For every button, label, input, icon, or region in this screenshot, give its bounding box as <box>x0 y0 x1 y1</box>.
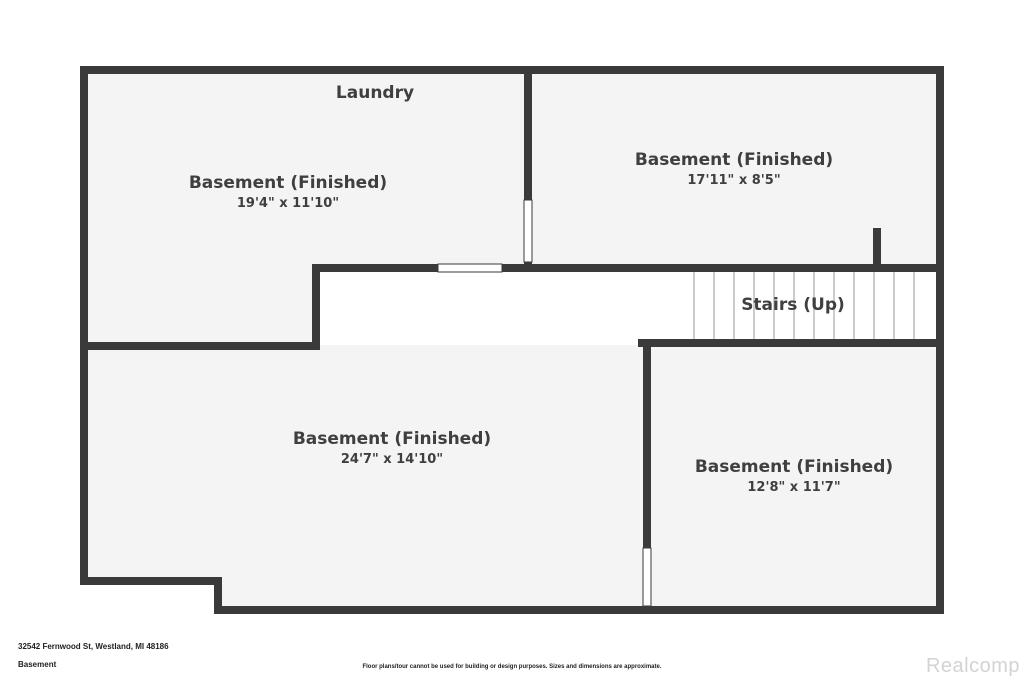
room-label-stairs: Stairs (Up) <box>741 295 845 315</box>
room-label-laundry: Laundry <box>336 83 414 103</box>
room-dims-bottom-right: 12'8" x 11'7" <box>747 480 840 495</box>
wall-left-notch <box>80 264 442 350</box>
door-openings <box>437 199 652 607</box>
floor-level-label: Basement <box>18 660 57 669</box>
outer-wall <box>80 66 944 614</box>
room-dims-top-left: 19'4" x 11'10" <box>237 196 339 211</box>
room-dims-top-right: 17'11" x 8'5" <box>687 173 780 188</box>
disclaimer-text: Floor plans/tour cannot be used for buil… <box>362 664 662 670</box>
floor-fill <box>84 70 940 610</box>
room-name-top-left: Basement (Finished) <box>189 173 387 193</box>
walls <box>80 66 944 614</box>
room-name-main: Basement (Finished) <box>293 429 491 449</box>
property-address: 32542 Fernwood St, Westland, MI 48186 <box>18 642 169 651</box>
room-name-top-right: Basement (Finished) <box>635 150 833 170</box>
stair-treads <box>693 270 915 342</box>
room-dims-main: 24'7" x 14'10" <box>341 452 443 467</box>
room-name-bottom-right: Basement (Finished) <box>695 457 893 477</box>
realcomp-logo: Realcomp <box>925 655 1020 677</box>
